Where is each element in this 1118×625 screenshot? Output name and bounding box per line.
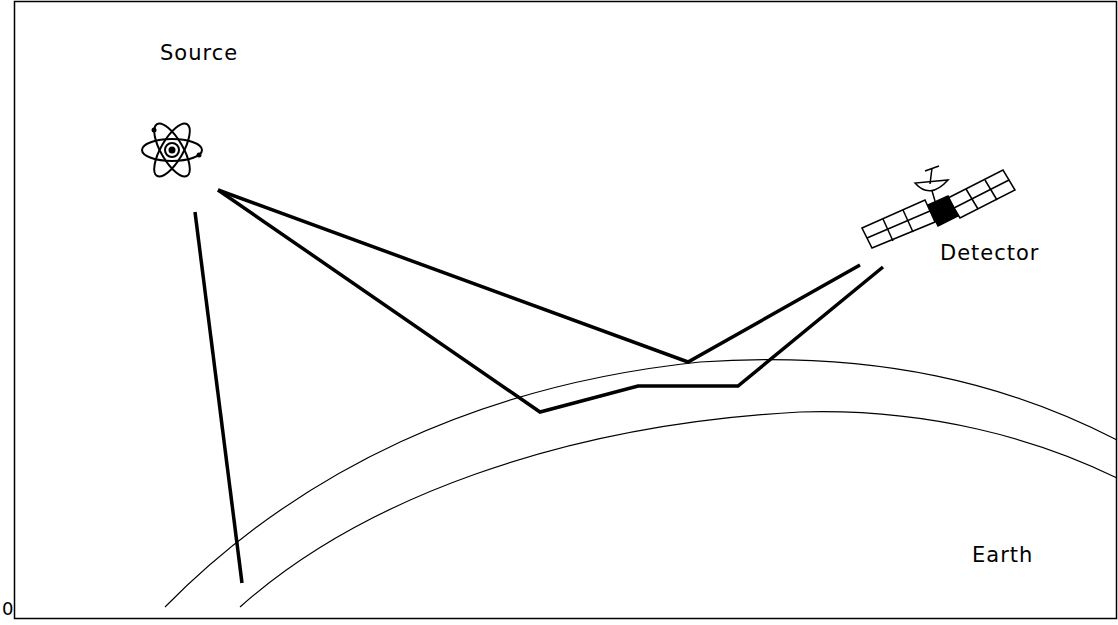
earth-arc [240, 412, 1117, 607]
axis-zero: 0 [2, 600, 14, 618]
detector-label: Detector [940, 243, 1040, 264]
ray-paths [195, 190, 883, 583]
source-label: Source [160, 43, 238, 64]
satellite-symbol [862, 166, 1015, 248]
atmosphere-arc [165, 360, 1117, 607]
frame [15, 2, 1117, 619]
atom-symbol [142, 119, 202, 182]
earth-label: Earth [972, 545, 1033, 566]
